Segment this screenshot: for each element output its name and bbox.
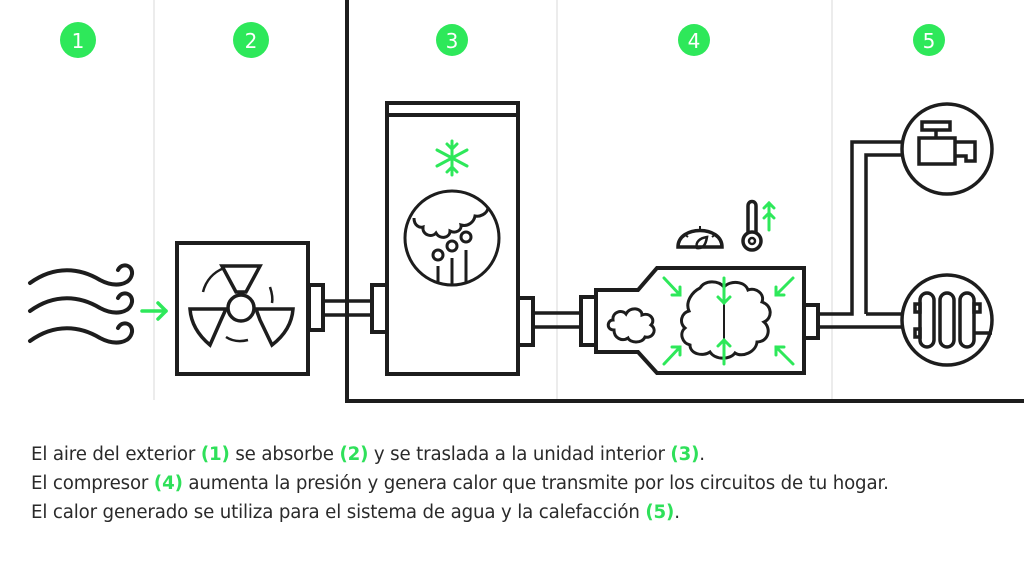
step-reference-2: (2) (339, 444, 369, 465)
caption-text-segment: El compresor (31, 473, 154, 494)
caption-text-segment: El calor generado se utiliza para el sis… (31, 502, 646, 523)
temperature-up-arrows-icon (762, 200, 776, 232)
step-reference-3: (3) (670, 444, 700, 465)
arrow-icon (716, 337, 732, 366)
fan-icon (188, 264, 295, 348)
step-number: 1 (72, 29, 85, 53)
small-cloud-icon (606, 307, 656, 344)
caption-line-1: El aire del exterior (1) se absorbe (2) … (31, 440, 889, 469)
caption-text-segment: aumenta la presión y genera calor que tr… (182, 473, 889, 494)
outdoor-fan-unit (175, 241, 325, 376)
pressure-arrows (662, 276, 795, 366)
radiator-icon (900, 273, 994, 367)
step-reference-1: (1) (200, 444, 230, 465)
indoor-unit (370, 101, 535, 376)
step-number: 2 (245, 29, 258, 53)
snowflake-icon (435, 139, 469, 177)
caption-text-segment: y se traslada a la unidad interior (368, 444, 671, 465)
arrow-icon (662, 345, 682, 366)
step-number: 3 (446, 29, 459, 53)
caption-line-3: El calor generado se utiliza para el sis… (31, 498, 889, 527)
step-badge-5: 5 (913, 24, 945, 56)
pipe-compressor-to-outputs (818, 140, 902, 329)
step-badge-4: 4 (678, 24, 710, 56)
heat-pump-diagram: 1 2 3 4 5 (28, 0, 1024, 403)
step-badge-1: 1 (60, 22, 96, 58)
house-wall-outline (345, 0, 1024, 403)
step-reference-5: (5) (645, 502, 675, 523)
caption-line-2: El compresor (4) aumenta la presión y ge… (31, 469, 889, 498)
step-reference-4: (4) (153, 473, 183, 494)
step-badge-2: 2 (233, 22, 269, 58)
arrow-icon (774, 345, 795, 366)
step-number: 4 (688, 29, 701, 53)
caption-text: El aire del exterior (1) se absorbe (2) … (31, 440, 889, 527)
pipe-outdoor-to-indoor (323, 299, 372, 317)
large-cloud-icon (680, 280, 772, 360)
caption-text-segment: El aire del exterior (31, 444, 201, 465)
water-tap-icon (900, 102, 994, 196)
column-dividers (153, 0, 833, 400)
caption-text-segment: . (699, 444, 705, 465)
caption-text-segment: . (674, 502, 680, 523)
thermometer-icon (741, 199, 763, 252)
wind-icon (28, 263, 135, 345)
arrow-icon (716, 276, 732, 306)
indoor-circle-icon (403, 189, 501, 287)
arrow-icon (662, 276, 682, 297)
pipe-indoor-to-compressor (533, 311, 581, 329)
arrow-icon (774, 276, 795, 297)
caption-text-segment: se absorbe (229, 444, 340, 465)
airflow-arrow-icon (140, 301, 168, 321)
step-number: 5 (923, 29, 936, 53)
pressure-gauge-icon (676, 226, 724, 250)
step-badge-3: 3 (436, 24, 468, 56)
compressor-unit (579, 266, 820, 375)
